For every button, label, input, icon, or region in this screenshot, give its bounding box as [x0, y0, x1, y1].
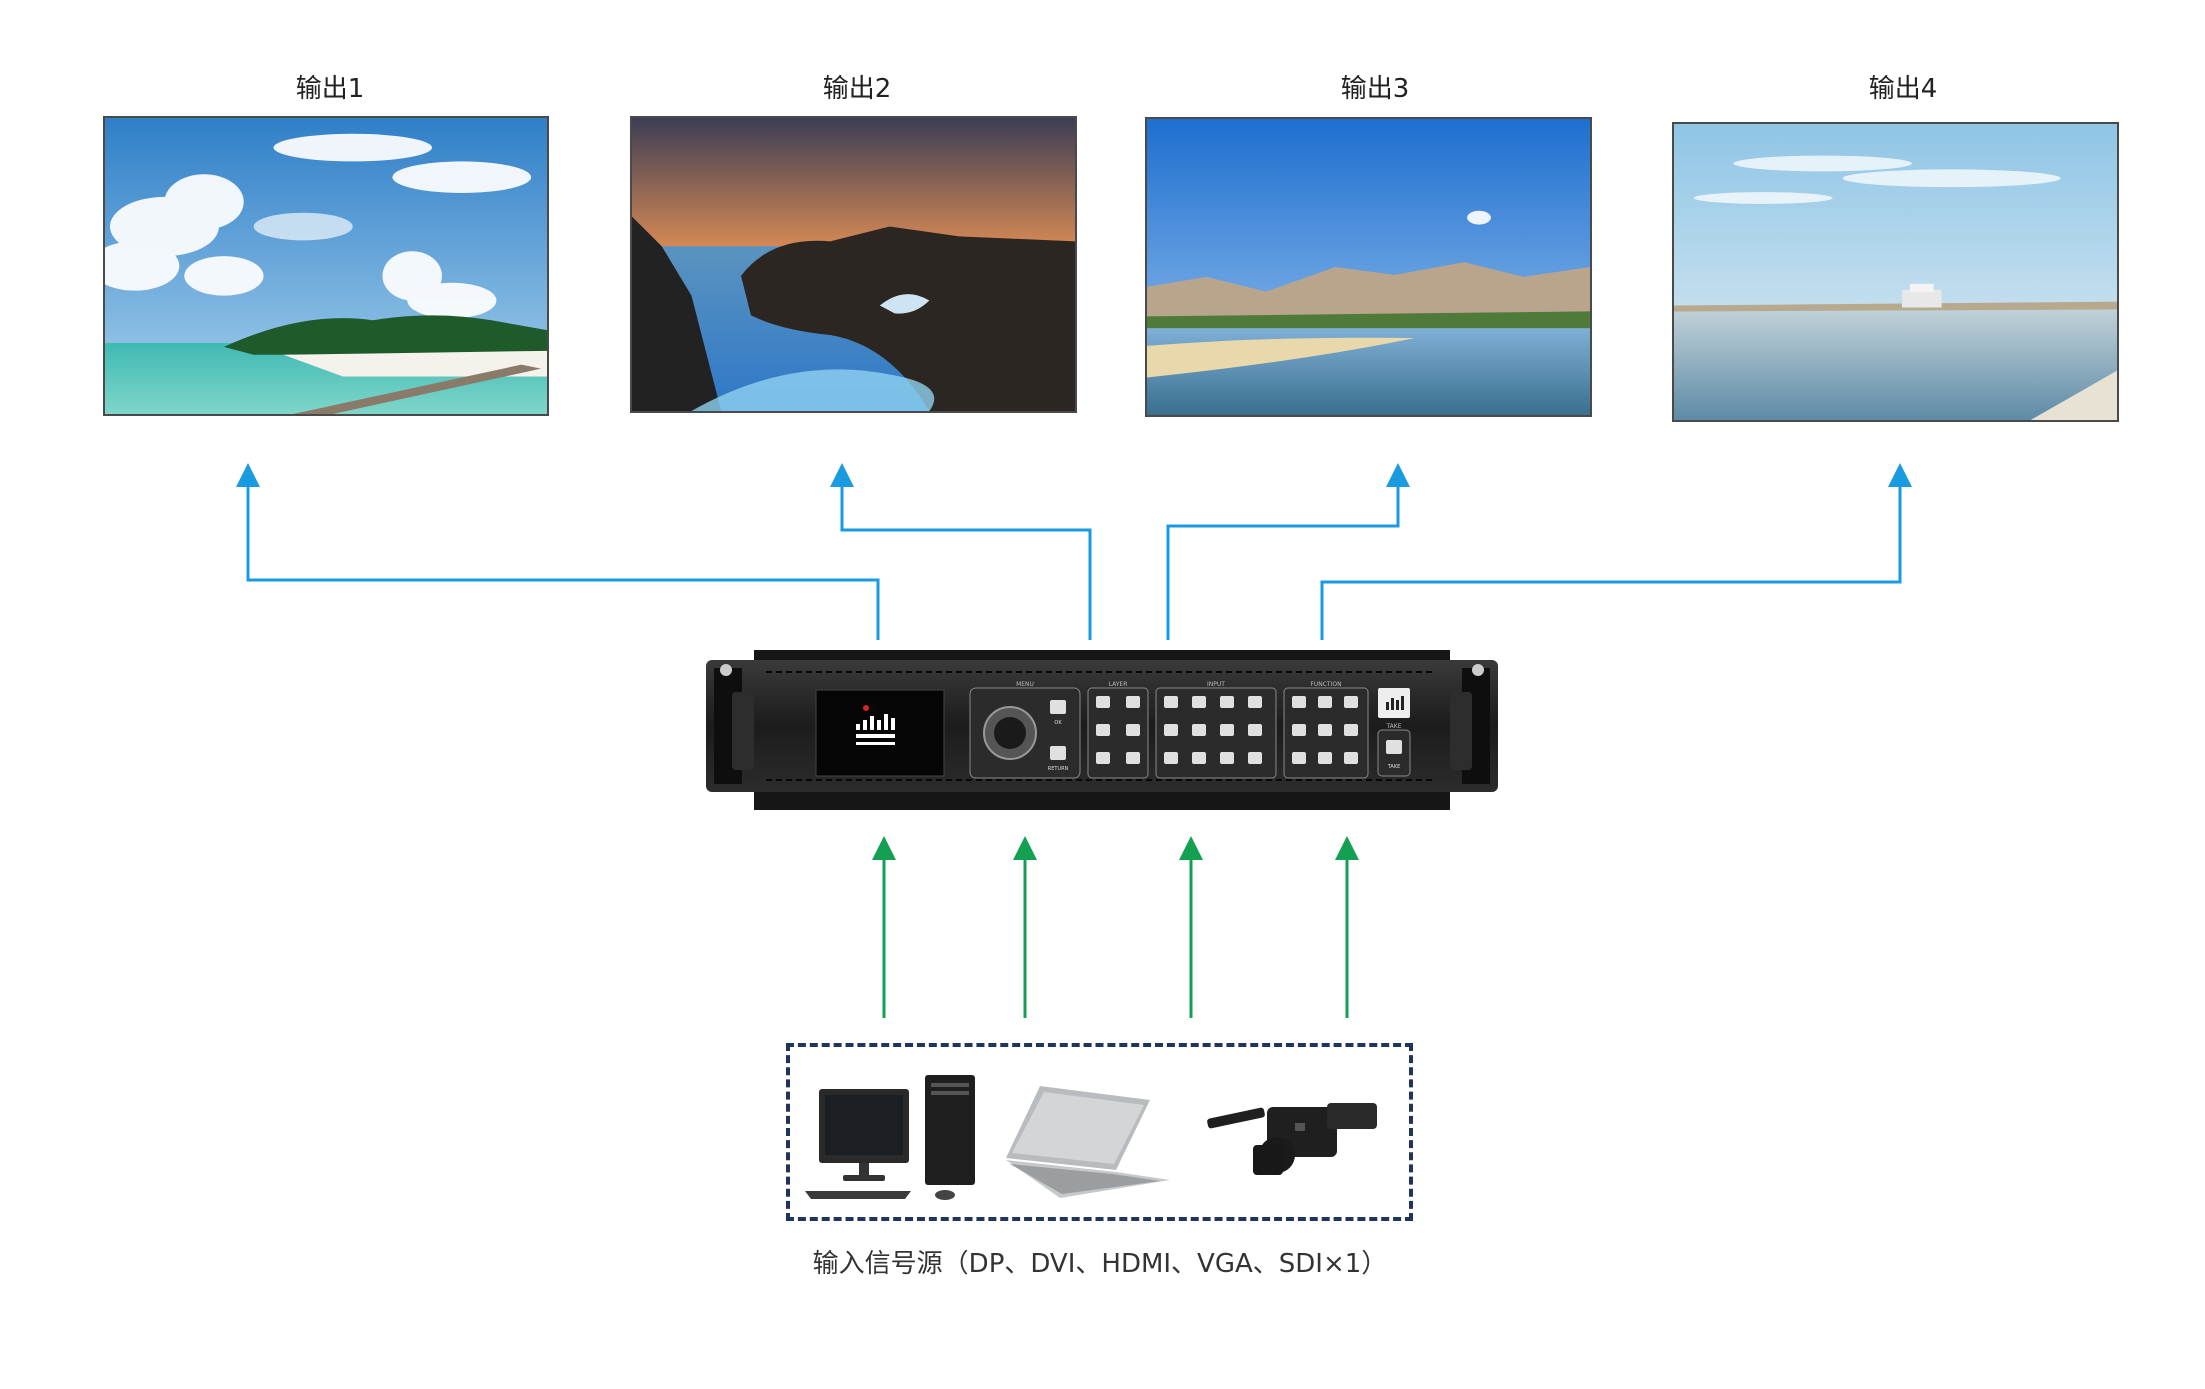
- output-wire-3: [1166, 463, 1410, 640]
- input-panel: [1155, 687, 1277, 779]
- ok-button: [1050, 700, 1066, 714]
- output-screen-3: [1145, 117, 1592, 417]
- video-camera-icon: [1207, 1103, 1377, 1175]
- take-section-label: TAKE: [1385, 723, 1401, 730]
- input-source-caption: 输入信号源（DP、DVI、HDMI、VGA、SDI×1）: [812, 1249, 1388, 1279]
- device-lcd-display: [815, 689, 945, 777]
- return-button-label: RETURN: [1048, 766, 1069, 772]
- output-label-4: 输出4: [1868, 74, 1938, 104]
- beach-image: [105, 118, 547, 414]
- input-source-box: [786, 1043, 1413, 1221]
- take-button: [1386, 740, 1402, 754]
- function-buttons: [1292, 696, 1358, 764]
- output-screen-1: [103, 116, 549, 416]
- menu-section-label: MENU: [1016, 681, 1034, 688]
- output-label-1: 输出1: [295, 74, 365, 104]
- lake-image: [1674, 124, 2117, 420]
- function-section-label: FUNCTION: [1310, 681, 1341, 688]
- output-screen-4: [1672, 122, 2119, 422]
- video-processor: MENU OK RETURN LAYER INPUT FUNCTION TAKE…: [706, 650, 1498, 810]
- brand-logo-icon: [856, 705, 895, 745]
- layer-section-label: LAYER: [1109, 681, 1128, 688]
- output-wires: [236, 463, 1912, 640]
- output-wire-2: [830, 463, 1092, 640]
- river-image: [1147, 119, 1590, 415]
- output-wire-4: [1320, 463, 1912, 640]
- coast-image: [632, 118, 1075, 411]
- take-button-label: TAKE: [1387, 764, 1401, 770]
- layer-buttons: [1096, 696, 1140, 764]
- return-button: [1050, 746, 1066, 760]
- vent-slots: [766, 671, 1436, 781]
- ok-button-label: OK: [1054, 720, 1062, 726]
- input-wires: [872, 836, 1359, 1018]
- output-label-2: 输出2: [822, 74, 892, 104]
- input-buttons: [1164, 696, 1262, 764]
- input-section-label: INPUT: [1207, 681, 1225, 688]
- output-screen-2: [630, 116, 1077, 413]
- output-wire-1: [236, 463, 880, 640]
- laptop-icon: [1006, 1086, 1170, 1198]
- desktop-computer-icon: [805, 1075, 975, 1200]
- output-label-3: 输出3: [1340, 74, 1410, 104]
